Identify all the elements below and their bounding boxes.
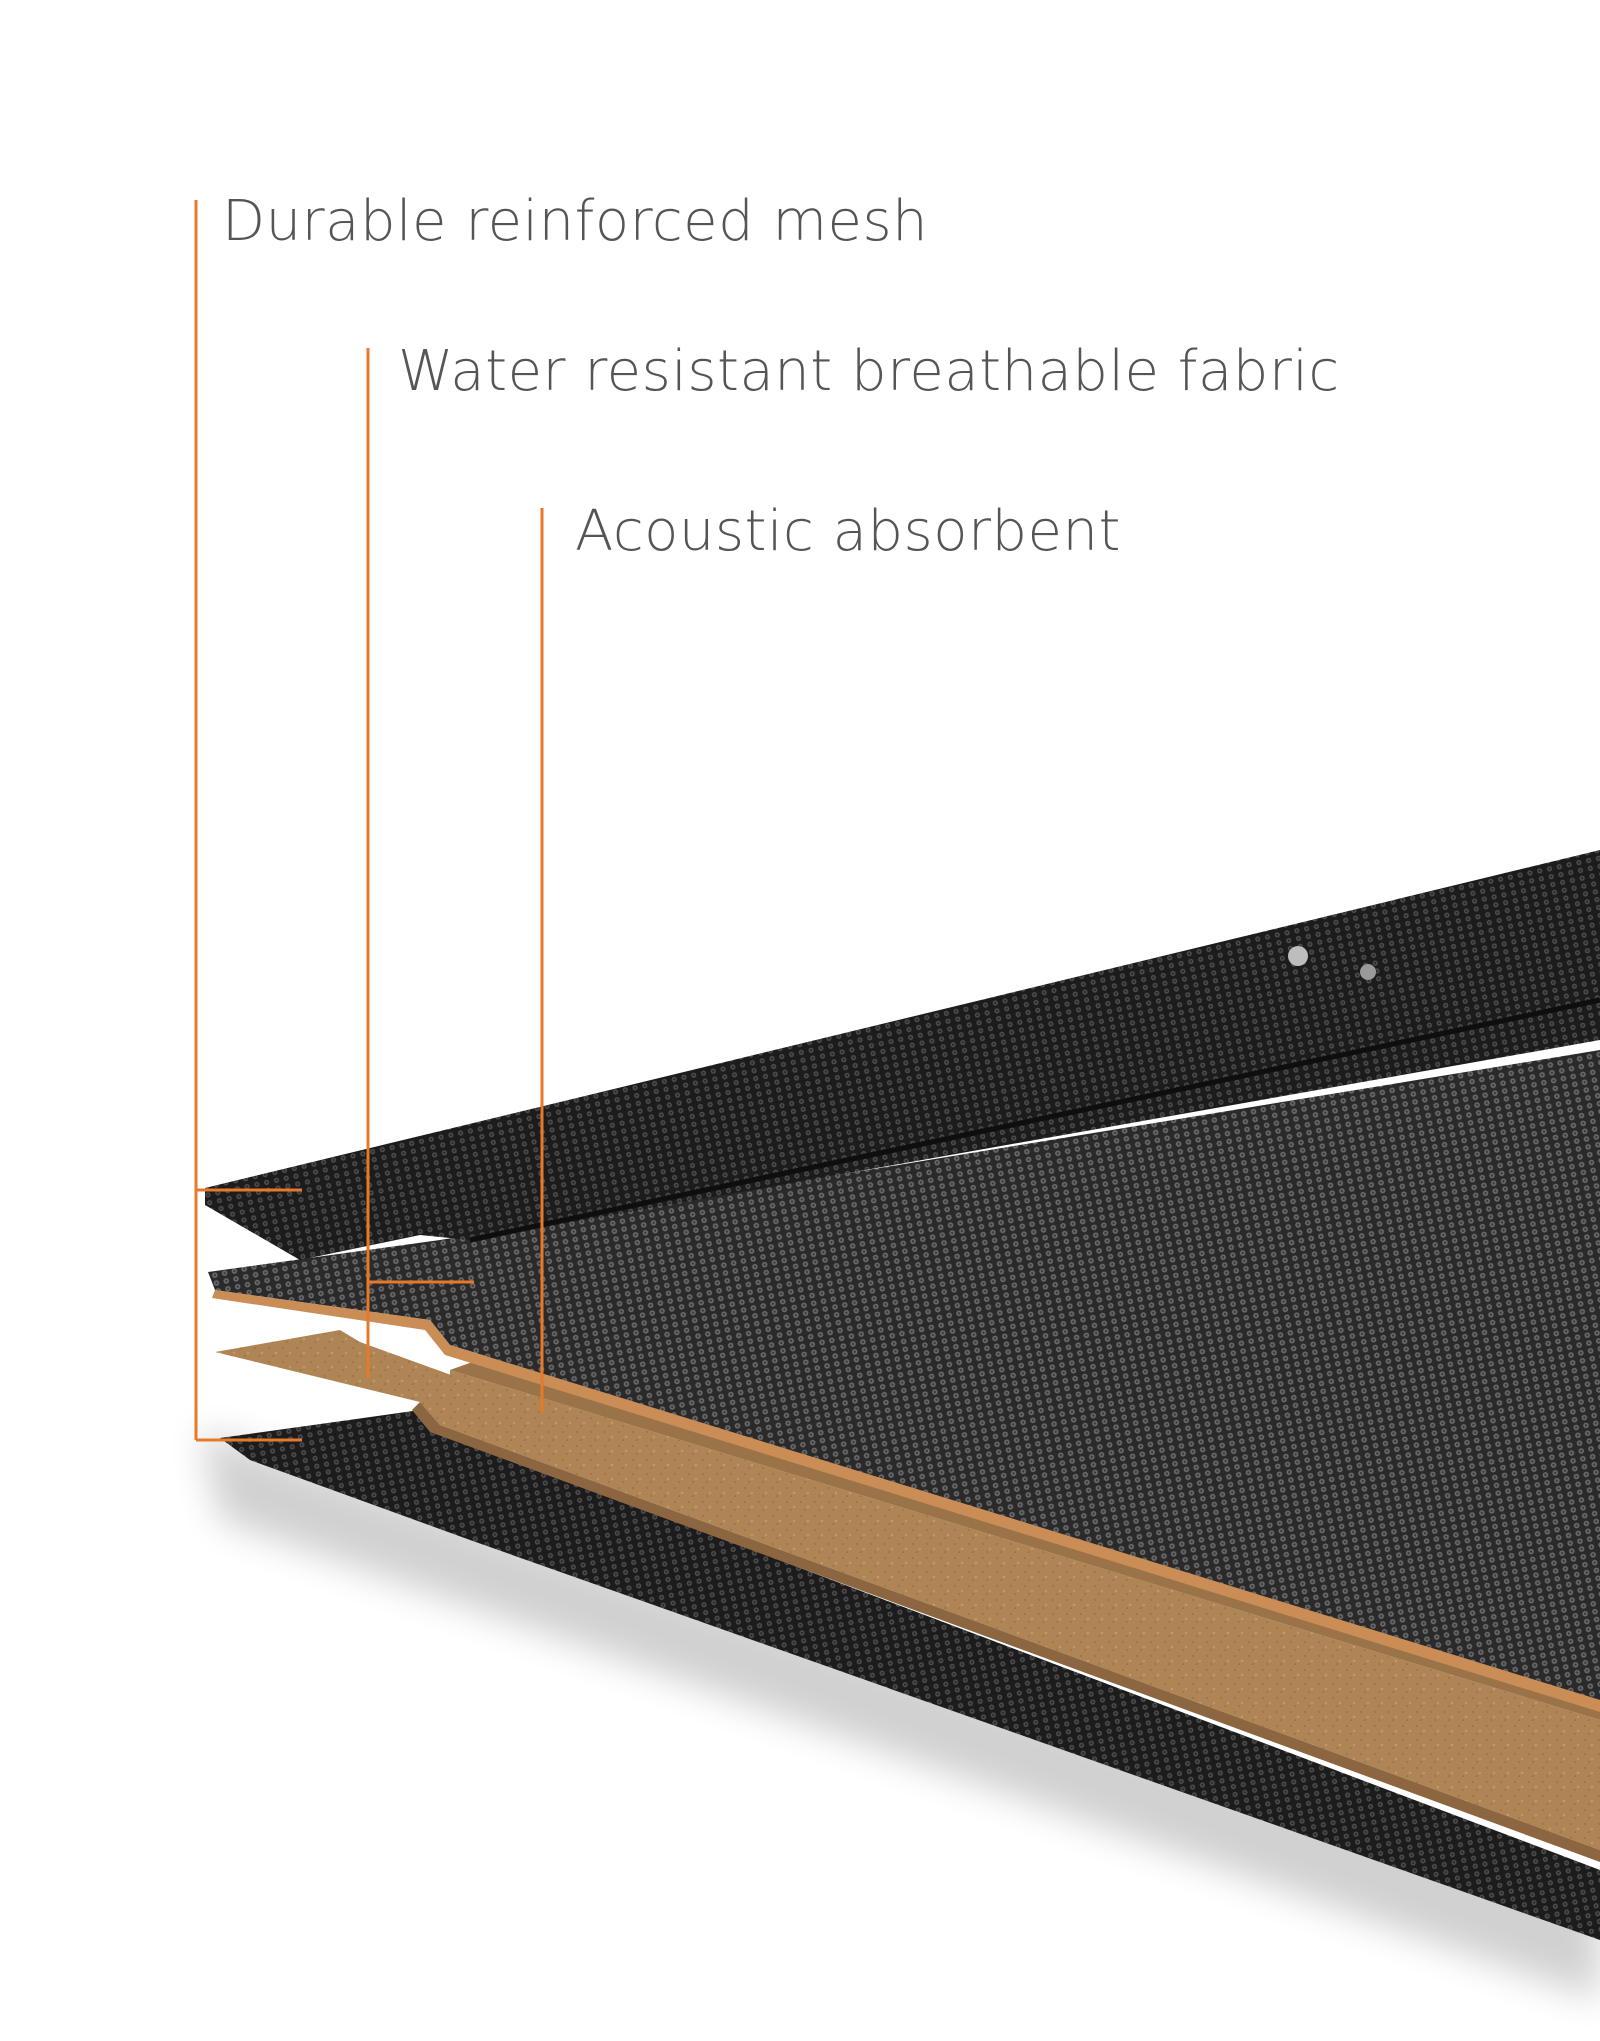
fabric-layer bbox=[208, 1050, 1600, 1700]
callout-lines bbox=[194, 200, 544, 1442]
mesh-fixing-point bbox=[1288, 946, 1308, 966]
top-mesh-seam bbox=[469, 997, 1600, 1243]
panel-shadow bbox=[200, 1430, 1600, 2000]
top-mesh-layer bbox=[205, 850, 1600, 1260]
absorbent-lower-layer bbox=[215, 1330, 1600, 1850]
acoustic-label: Acoustic absorbent bbox=[575, 499, 1121, 564]
absorbent-lower-edge bbox=[412, 1402, 1600, 1862]
absorbent-core bbox=[450, 1370, 1600, 1800]
mesh-label: Durable reinforced mesh bbox=[222, 189, 929, 254]
mesh-fixing-point bbox=[1360, 964, 1376, 980]
fabric-label: Water resistant breathable fabric bbox=[398, 339, 1340, 404]
bottom-mesh-layer bbox=[220, 1410, 1600, 1940]
